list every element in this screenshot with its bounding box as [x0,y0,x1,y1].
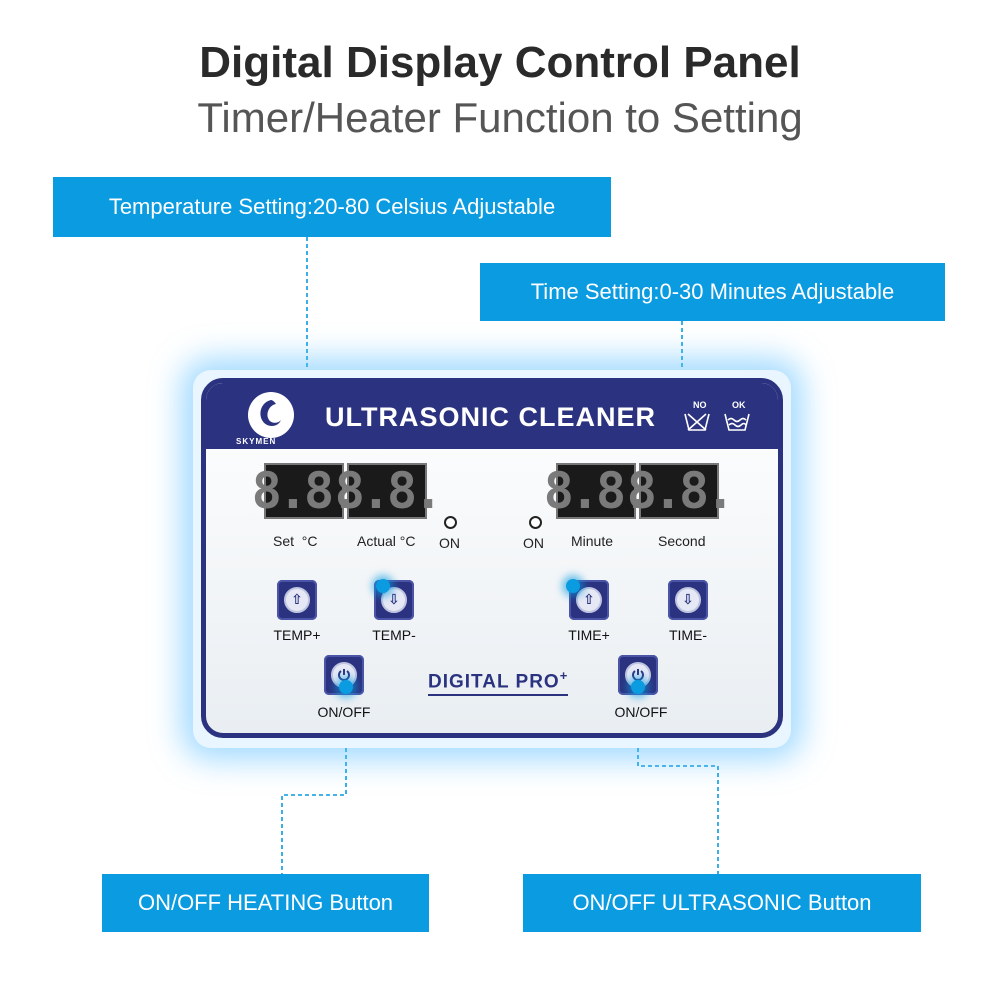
heating-onoff-label: ON/OFF [317,704,371,720]
minute-label: Minute [571,533,614,549]
ultrasonic-on-label: ON [523,535,544,551]
page-title: Digital Display Control Panel [199,38,801,87]
temp-minus-label: TEMP- [372,627,416,643]
heating-highlight [339,680,353,694]
actual-temp-display: 8.8. [334,462,443,520]
ultrasonic-leader-line [637,685,719,874]
second-label: Second [658,533,706,549]
time-plus-label: TIME+ [568,627,610,643]
temp-plus-button[interactable]: ⇧ [277,580,317,620]
model-label: DIGITAL PRO+ [428,668,568,693]
temp-minus-highlight [376,579,390,593]
panel-brand-name: ULTRASONIC CLEANER [325,402,656,432]
wash-no-icon [682,408,712,434]
up-arrow-icon: ⇧ [576,587,602,613]
temp-plus-label: TEMP+ [273,627,321,643]
page-subtitle: Timer/Heater Function to Setting [197,94,803,141]
ultrasonic-callout: ON/OFF ULTRASONIC Button [523,874,921,932]
time-minus-label: TIME- [668,627,708,643]
panel-header-bar [206,383,778,449]
set-temp-display: 8.8. [251,462,360,520]
time-callout: Time Setting:0-30 Minutes Adjustable [480,263,945,321]
model-underline [428,694,568,696]
wash-ok-icon [722,408,752,434]
up-arrow-icon: ⇧ [284,587,310,613]
model-superscript: + [559,668,569,683]
ultrasonic-highlight [631,680,645,694]
time-minus-button[interactable]: ⇩ [668,580,708,620]
heating-callout: ON/OFF HEATING Button [102,874,429,932]
heat-on-led [444,516,457,529]
down-arrow-icon: ⇩ [675,587,701,613]
time-plus-highlight [566,579,580,593]
control-panel [201,378,783,738]
brand-logo-text: SKYMEN [236,437,277,446]
heating-leader-line [281,685,347,874]
wash-no-label: NO [693,400,707,410]
brand-logo-icon [248,392,294,438]
actual-temp-label: Actual °C [357,533,416,549]
ultrasonic-onoff-label: ON/OFF [614,704,668,720]
heat-on-label: ON [439,535,460,551]
model-name: DIGITAL PRO [428,671,560,693]
temp-minus-button[interactable]: ⇩ [374,580,414,620]
ultrasonic-on-led [529,516,542,529]
set-temp-label: Set °C [273,533,318,549]
minute-display: 8.8. [543,462,652,520]
wash-ok-label: OK [732,400,746,410]
second-display: 8.8. [626,462,735,520]
temperature-callout: Temperature Setting:20-80 Celsius Adjust… [53,177,611,237]
time-plus-button[interactable]: ⇧ [569,580,609,620]
